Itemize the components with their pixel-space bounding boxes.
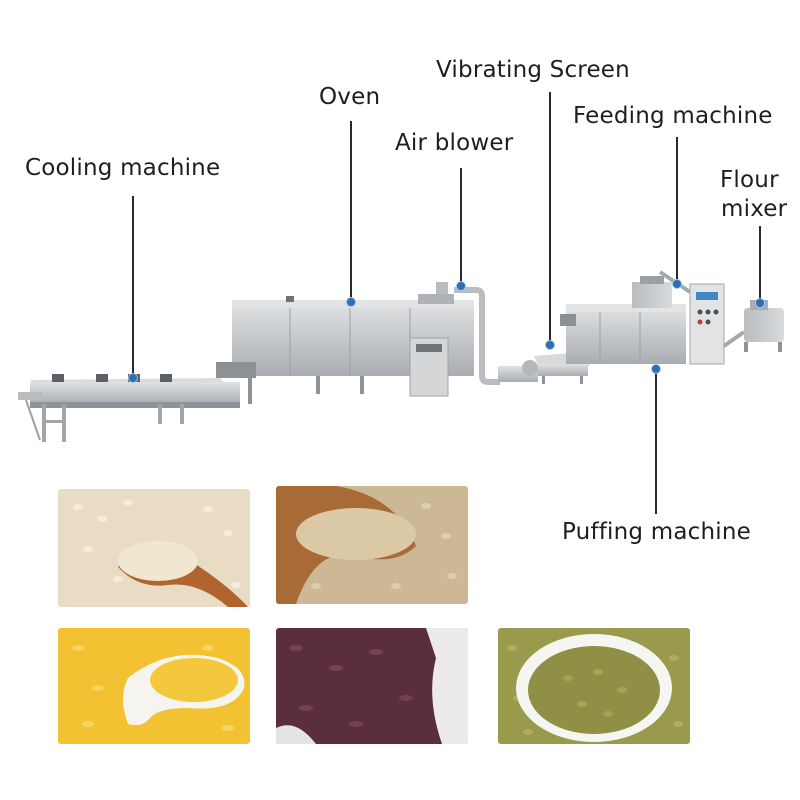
leader-line-puffing xyxy=(655,368,657,514)
production-line-illustration xyxy=(18,270,784,442)
leader-line-flour-mixer xyxy=(759,226,761,302)
leader-line-air-blower xyxy=(460,168,462,286)
photo-white-rice xyxy=(58,489,250,607)
brown-rice-with-wooden-spoon-icon xyxy=(276,486,468,604)
flour-mixer xyxy=(722,300,784,352)
label-puffing-machine: Puffing machine xyxy=(562,519,751,545)
label-flour-mixer-2: mixer xyxy=(721,196,788,222)
leader-dot-cooling xyxy=(128,373,138,383)
cooling-machine xyxy=(18,374,240,442)
leader-dot-flour-mixer xyxy=(755,298,765,308)
black-rice-in-bowl-icon xyxy=(276,628,468,744)
green-grain-in-white-bowl-icon xyxy=(498,628,690,744)
yellow-rice-with-white-spoon-icon xyxy=(58,628,250,744)
oven xyxy=(216,282,474,404)
label-air-blower: Air blower xyxy=(395,130,514,156)
leader-dot-puffing xyxy=(651,364,661,374)
leader-line-cooling xyxy=(132,196,134,376)
leader-dot-oven xyxy=(346,297,356,307)
label-feeding-machine: Feeding machine xyxy=(573,103,773,129)
leader-line-feeding xyxy=(676,137,678,283)
leader-line-oven xyxy=(350,121,352,301)
white-rice-with-wooden-spoon-icon xyxy=(58,489,250,607)
label-vibrating-screen: Vibrating Screen xyxy=(436,57,630,83)
label-oven: Oven xyxy=(319,84,381,110)
photo-green-grain xyxy=(498,628,690,744)
puffing-machine xyxy=(560,270,725,365)
label-cooling-machine: Cooling machine xyxy=(25,155,221,181)
air-blower xyxy=(454,287,538,385)
photo-black-rice xyxy=(276,628,468,744)
leader-dot-feeding xyxy=(672,279,682,289)
leader-dot-vibrating-screen xyxy=(545,340,555,350)
leader-line-vibrating-screen xyxy=(549,92,551,344)
photo-yellow-rice xyxy=(58,628,250,744)
leader-dot-air-blower xyxy=(456,281,466,291)
label-flour-mixer-1: Flour xyxy=(720,167,779,193)
photo-brown-rice xyxy=(276,486,468,604)
